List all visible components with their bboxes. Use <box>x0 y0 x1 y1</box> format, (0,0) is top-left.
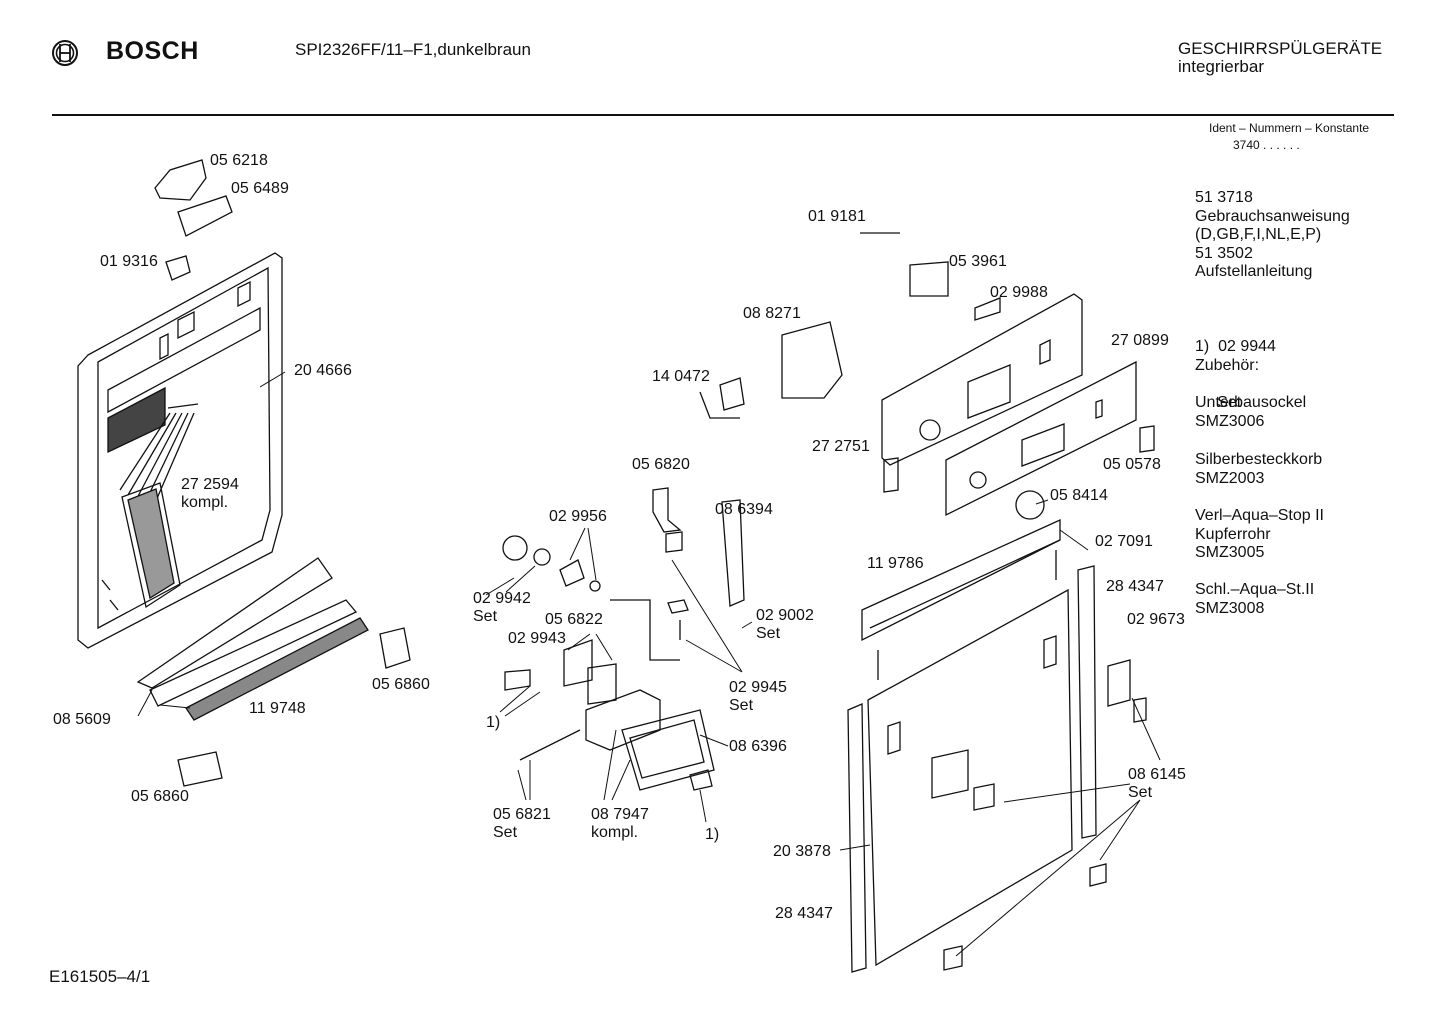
part-label: 05 6489 <box>231 180 289 197</box>
part-number: 05 6821 <box>493 806 551 823</box>
brand-name: BOSCH <box>106 37 199 65</box>
part-label: 02 9002 Set <box>756 607 814 643</box>
part-note: Set <box>493 824 518 841</box>
part-label: 02 9956 <box>549 508 607 525</box>
note-line: SMZ2003 <box>1195 469 1265 487</box>
footnote-marker: 1) <box>705 826 720 843</box>
part-label: 02 9945 Set <box>729 679 787 715</box>
part-label: 11 9748 <box>249 700 306 717</box>
note-line: Gebrauchsanweisung <box>1195 207 1350 225</box>
part-note: kompl. <box>181 494 229 511</box>
part-number: 08 7947 <box>591 806 649 823</box>
part-note: kompl. <box>591 824 639 841</box>
category-line-2: integrierbar <box>1178 57 1264 76</box>
part-label: 05 6821 Set <box>493 806 551 842</box>
part-label: 08 6396 <box>729 738 787 755</box>
ident-label: Ident – Nummern – Konstante <box>1209 121 1370 135</box>
part-label: 28 4347 <box>1106 578 1164 595</box>
part-label: 02 7091 <box>1095 533 1153 550</box>
part-label: 05 3961 <box>949 253 1007 270</box>
part-label: 08 8271 <box>743 305 801 322</box>
note-line: Unterbausockel <box>1195 394 1307 411</box>
side-note-set: 1) 02 9944 Set <box>1195 301 1276 431</box>
part-note: Set <box>1128 784 1153 801</box>
part-label: 05 0578 <box>1103 456 1161 473</box>
part-label: 02 9988 <box>990 284 1048 301</box>
control-panel <box>881 293 1155 520</box>
part-label: 20 3878 <box>773 843 831 860</box>
part-label: 05 8414 <box>1050 487 1108 504</box>
part-label: 05 6218 <box>210 152 268 169</box>
outer-door <box>847 518 1147 973</box>
part-number: 08 6145 <box>1128 766 1186 783</box>
drawing-code: E161505–4/1 <box>49 967 151 986</box>
part-label: 02 9942 Set <box>473 590 531 626</box>
note-line: SMZ3006 <box>1195 412 1265 430</box>
part-label: 08 6394 <box>715 501 773 518</box>
note-line: Aufstellanleitung <box>1195 263 1313 280</box>
part-label: 05 6860 <box>131 788 189 805</box>
part-number: 02 9942 <box>473 590 531 607</box>
leader-lines <box>137 371 1161 957</box>
note-line: Set <box>1195 393 1242 411</box>
part-label: 14 0472 <box>652 368 710 385</box>
note-line: 1) 02 9944 <box>1195 338 1276 355</box>
strip-part <box>121 482 181 609</box>
strip-inner <box>127 488 175 600</box>
part-note: Set <box>473 608 498 625</box>
top-brackets <box>154 159 233 281</box>
part-label: 08 7947 kompl. <box>591 806 649 842</box>
part-label: 28 4347 <box>775 905 833 922</box>
note-line: SMZ3005 <box>1195 544 1265 561</box>
note-line: Kupferrohr <box>1195 525 1271 543</box>
part-label: 08 6145 Set <box>1128 766 1186 802</box>
bottom-rails <box>136 557 411 787</box>
part-label: 27 2751 <box>812 438 870 455</box>
part-label: 20 4666 <box>294 362 352 379</box>
accessory-item: Silberbesteckkorb SMZ2003 <box>1195 451 1322 488</box>
note-line: SMZ3008 <box>1195 599 1265 617</box>
part-number: 02 9002 <box>756 607 814 624</box>
note-line: (D,GB,F,I,NL,E,P) <box>1195 226 1322 243</box>
bosch-logo <box>50 38 80 73</box>
part-label: 11 9786 <box>867 555 924 572</box>
accessory-item: Unterbausockel SMZ3006 <box>1195 394 1306 431</box>
part-label: 02 9673 <box>1127 611 1185 628</box>
footnote-marker: 1) <box>486 714 501 731</box>
part-label: 05 6860 <box>372 676 430 693</box>
part-note: Set <box>756 625 781 642</box>
accessory-item: Verl–Aqua–Stop II Kupferrohr SMZ3005 <box>1195 507 1324 563</box>
bosch-armature-icon <box>52 40 78 66</box>
accessories-heading: Zubehör: <box>1195 357 1260 374</box>
note-line: Silberbesteckkorb <box>1195 451 1323 468</box>
side-note-manual: 51 3718 Gebrauchsanweisung (D,GB,F,I,NL,… <box>1195 189 1350 282</box>
part-number: 27 2594 <box>181 476 239 493</box>
part-number: 02 9945 <box>729 679 787 696</box>
header-divider <box>52 114 1394 116</box>
part-label: 08 5609 <box>53 711 111 728</box>
part-label: 01 9316 <box>100 253 158 270</box>
control-module <box>699 232 1001 419</box>
model-title: SPI2326FF/11–F1,dunkelbraun <box>295 40 531 59</box>
note-line: 51 3718 <box>1195 189 1253 206</box>
part-label: 05 6820 <box>632 456 690 473</box>
part-label: 05 6822 <box>545 611 603 628</box>
inner-door-panel <box>77 252 283 649</box>
note-line: Verl–Aqua–Stop II <box>1195 507 1324 524</box>
part-label: 27 0899 <box>1111 332 1169 349</box>
category-line-1: GESCHIRRSPÜLGERÄTE <box>1178 39 1383 58</box>
part-label: 27 2594 kompl. <box>181 476 239 512</box>
note-line: 51 3502 <box>1195 244 1253 262</box>
part-label: 01 9181 <box>808 208 866 225</box>
part-note: Set <box>729 697 754 714</box>
ident-value: 3740 . . . . . . <box>1233 138 1300 152</box>
accessory-item: Schl.–Aqua–St.II SMZ3008 <box>1195 581 1314 618</box>
note-line: Schl.–Aqua–St.II <box>1195 581 1315 598</box>
category-heading: GESCHIRRSPÜLGERÄTE integrierbar <box>1178 40 1382 76</box>
lock-components <box>502 487 745 791</box>
part-label: 02 9943 <box>508 630 566 647</box>
